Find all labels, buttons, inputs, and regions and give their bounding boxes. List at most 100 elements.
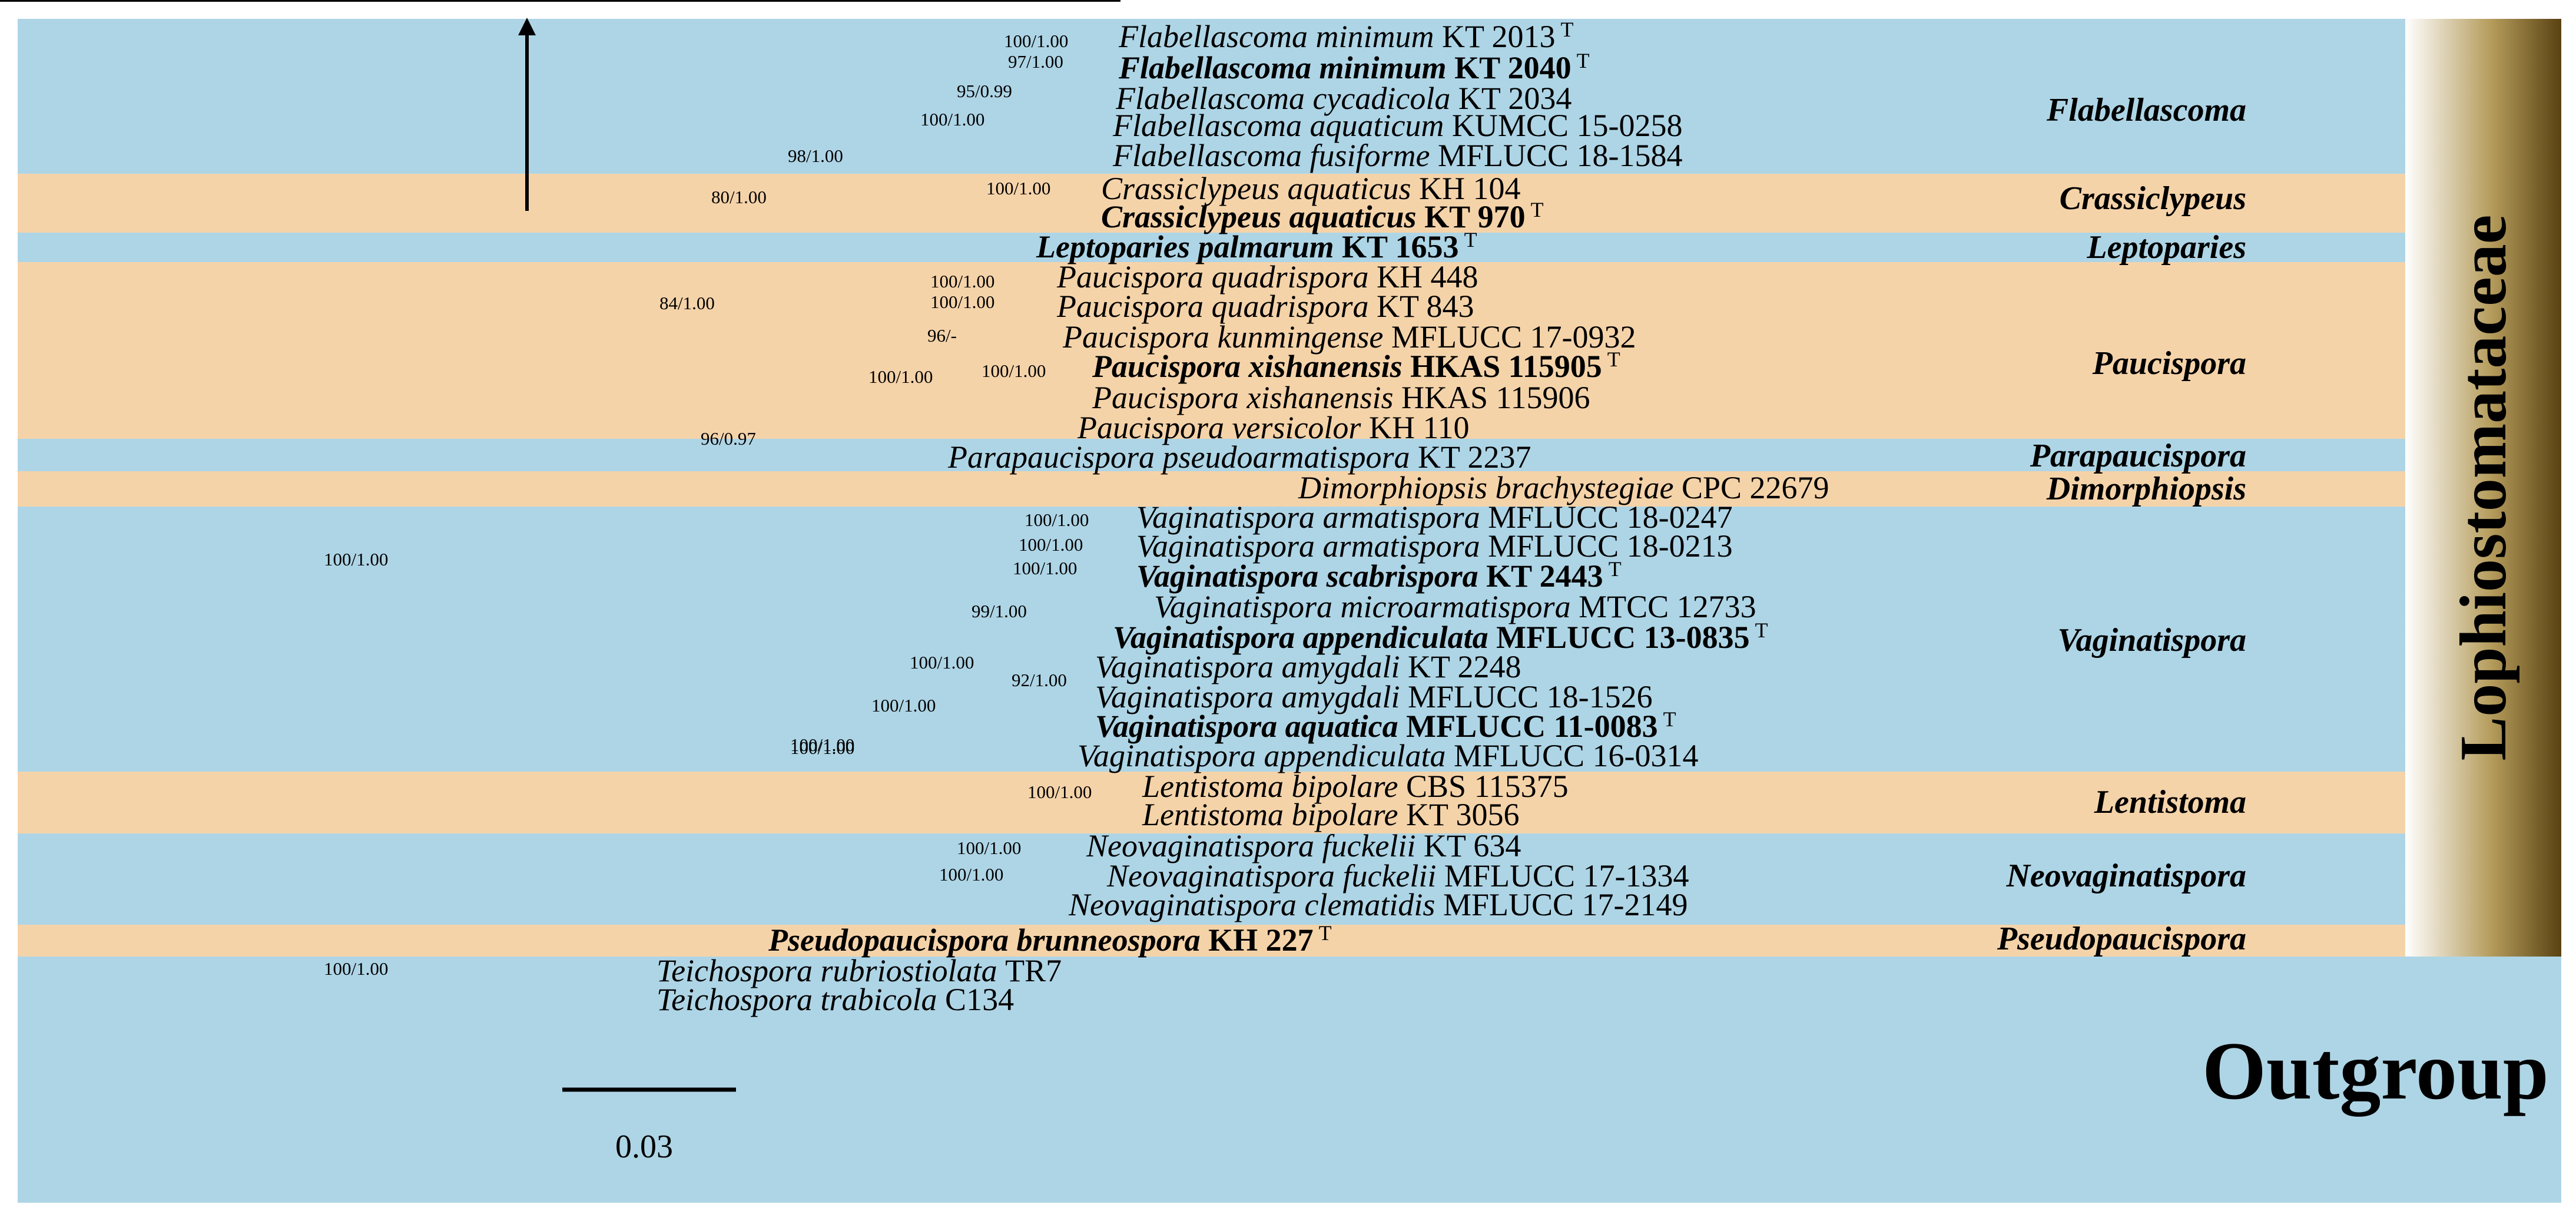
taxon-label: Crassiclypeus aquaticus KT 970 T	[1101, 198, 1544, 234]
taxon-species: Paucispora versicolor	[1077, 410, 1369, 445]
support-value: 100/1.00	[1025, 509, 1089, 530]
taxon-strain: KUMCC 15-0258	[1452, 108, 1683, 143]
support-value: 99/1.00	[972, 601, 1027, 621]
type-strain-mark: T	[1603, 557, 1622, 581]
taxon-strain: HKAS 115905	[1410, 349, 1602, 384]
taxon-label: Vaginatispora aquatica MFLUCC 11-0083 T	[1095, 707, 1676, 744]
clade-band	[18, 772, 2405, 833]
support-value: 100/1.00	[920, 109, 984, 130]
support-value: 100/1.00	[910, 652, 974, 673]
taxon-label: Flabellascoma minimum KT 2040 T	[1118, 49, 1590, 85]
taxon-species: Flabellascoma minimum	[1118, 19, 1442, 54]
taxon-strain: MFLUCC 16-0314	[1454, 738, 1699, 773]
taxon-strain: KT 843	[1377, 289, 1474, 324]
support-value: 96/-	[927, 325, 957, 346]
taxon-species: Teichospora rubriostiolata	[657, 953, 1005, 988]
taxon-strain: KT 2040	[1454, 50, 1572, 85]
taxon-strain: MFLUCC 18-1526	[1408, 679, 1653, 714]
taxon-strain: CPC 22679	[1682, 470, 1829, 505]
support-value: 100/1.00	[871, 695, 936, 716]
taxon-label: Flabellascoma fusiforme MFLUCC 18-1584	[1112, 138, 1683, 173]
taxon-label: Pseudopaucispora brunneospora KH 227 T	[768, 921, 1332, 958]
taxon-strain: KT 2034	[1458, 81, 1572, 116]
taxon-species: Vaginatispora appendiculata	[1113, 620, 1496, 655]
support-value: 100/1.00	[1019, 534, 1083, 555]
taxon-species: Lentistoma bipolare	[1142, 797, 1406, 832]
taxon-species: Vaginatispora microarmatispora	[1154, 589, 1579, 624]
taxon-species: Paucispora xishanensis	[1092, 349, 1410, 384]
taxon-species: Pseudopaucispora brunneospora	[768, 922, 1208, 958]
taxon-strain: C134	[945, 982, 1014, 1017]
clade-band	[18, 925, 2405, 957]
taxon-species: Vaginatispora armatispora	[1136, 528, 1488, 564]
taxon-label: Paucispora quadrispora KH 448	[1056, 259, 1478, 295]
support-value: 96/0.97	[701, 428, 756, 449]
taxon-species: Neovaginatispora clematidis	[1068, 887, 1443, 922]
taxon-label: Vaginatispora microarmatispora MTCC 1273…	[1154, 589, 1756, 624]
clade-band	[18, 833, 2405, 925]
taxon-strain: KT 2443	[1486, 558, 1603, 594]
taxon-species: Paucispora kunmingense	[1062, 319, 1391, 355]
taxon-species: Vaginatispora appendiculata	[1078, 738, 1454, 773]
clade-label: Lentistoma	[2094, 784, 2246, 820]
taxon-species: Flabellascoma cycadicola	[1115, 81, 1458, 116]
support-value: 92/1.00	[1012, 670, 1067, 690]
clade-band	[18, 19, 2405, 174]
taxon-label: Paucispora xishanensis HKAS 115905 T	[1092, 348, 1620, 384]
clade-label: Leptoparies	[2086, 229, 2246, 266]
taxon-label: Parapaucispora pseudoarmatispora KT 2237	[947, 439, 1531, 475]
support-value: 100/1.00	[986, 178, 1050, 198]
clade-label: Dimorphiopsis	[2046, 471, 2246, 507]
taxon-strain: KT 970	[1424, 199, 1526, 234]
support-value: 84/1.00	[659, 293, 715, 313]
taxon-strain: KT 2237	[1418, 439, 1531, 475]
support-value: 100/1.00	[982, 360, 1046, 381]
taxon-strain: MFLUCC 18-0213	[1488, 528, 1733, 564]
family-bar	[2405, 19, 2561, 957]
clade-label: Paucispora	[2092, 345, 2246, 382]
taxon-label: Vaginatispora armatispora MFLUCC 18-0213	[1136, 528, 1733, 564]
taxon-label: Leptoparies palmarum KT 1653 T	[1036, 228, 1477, 264]
taxon-species: Neovaginatispora fuckelii	[1086, 828, 1424, 863]
taxon-label: Neovaginatispora fuckelii KT 634	[1086, 828, 1521, 863]
taxon-species: Vaginatispora aquatica	[1095, 709, 1406, 744]
taxon-species: Crassiclypeus aquaticus	[1101, 199, 1424, 234]
taxon-label: Paucispora quadrispora KT 843	[1056, 289, 1474, 324]
taxon-strain: KT 1653	[1342, 229, 1459, 264]
taxon-species: Teichospora trabicola	[657, 982, 945, 1017]
taxon-strain: KT 634	[1424, 828, 1521, 863]
taxon-strain: TR7	[1005, 953, 1062, 988]
clade-label: Crassiclypeus	[2060, 180, 2246, 217]
taxon-label: Flabellascoma aquaticum KUMCC 15-0258	[1112, 108, 1682, 143]
support-value: 100/1.00	[790, 737, 854, 758]
taxon-species: Vaginatispora amygdali	[1095, 649, 1408, 684]
taxon-species: Lentistoma bipolare	[1142, 769, 1406, 804]
taxon-species: Flabellascoma minimum	[1118, 50, 1454, 85]
support-value: 100/1.00	[930, 271, 994, 292]
support-value: 97/1.00	[1008, 51, 1063, 72]
taxon-species: Vaginatispora armatispora	[1136, 499, 1488, 535]
taxon-label: Vaginatispora armatispora MFLUCC 18-0247	[1136, 499, 1733, 535]
type-strain-mark: T	[1459, 228, 1477, 252]
type-strain-mark: T	[1602, 348, 1620, 371]
taxon-species: Paucispora quadrispora	[1056, 259, 1377, 295]
support-value: 100/1.00	[1013, 558, 1077, 578]
type-strain-mark: T	[1658, 707, 1676, 731]
support-value: 100/1.00	[1027, 782, 1092, 802]
taxon-label: Vaginatispora appendiculata MFLUCC 16-03…	[1078, 738, 1699, 773]
clade-band	[18, 507, 2405, 772]
support-value: 100/1.00	[868, 366, 933, 387]
taxon-label: Vaginatispora amygdali KT 2248	[1095, 649, 1521, 684]
taxon-strain: KH 110	[1369, 410, 1470, 445]
taxon-label: Lentistoma bipolare CBS 115375	[1142, 769, 1569, 804]
taxon-strain: MFLUCC 17-1334	[1444, 858, 1689, 894]
support-value: 100/1.00	[324, 958, 388, 979]
taxon-label: Crassiclypeus aquaticus KH 104	[1101, 171, 1520, 206]
taxon-strain: MFLUCC 18-1584	[1438, 138, 1683, 173]
taxon-label: Teichospora rubriostiolata TR7	[657, 953, 1062, 988]
taxon-label: Lentistoma bipolare KT 3056	[1142, 797, 1520, 832]
clade-bands	[18, 19, 2561, 1203]
taxon-strain: CBS 115375	[1406, 769, 1569, 804]
scale-bar-label: 0.03	[615, 1129, 673, 1165]
